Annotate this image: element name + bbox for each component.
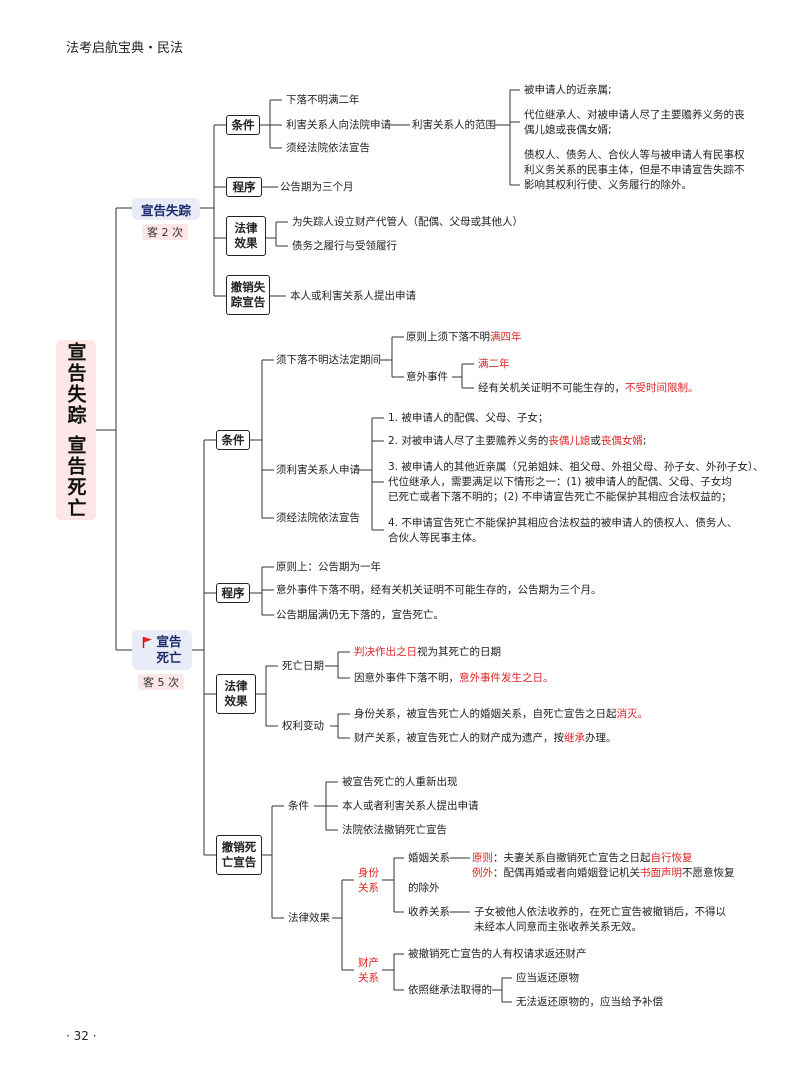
death-cond-b1: 1. 被申请人的配偶、父母、子女； (388, 412, 549, 424)
death-cond-a1: 原则上须下落不明满四年 (406, 331, 522, 343)
missing-cond-3: 须经法院依法宣告 (286, 142, 370, 154)
death-revoke-cond-3: 法院依法撤销死亡宣告 (342, 824, 447, 836)
death-cond-b3c: 已死亡或者下落不明的；(2) 不申请宣告死亡不能保护其相应合法权益的； (388, 491, 732, 503)
missing-scope-2a: 代位继承人、对被申请人尽了主要赡养义务的丧 (524, 109, 745, 121)
missing-scope-label: 利害关系人的范围 (412, 119, 496, 131)
death-revoke-marriage-3: 的除外 (408, 882, 440, 894)
death-procedure-2: 意外事件下落不明，经有关机关证明不可能生存的，公告期为三个月。 (276, 584, 602, 596)
death-procedure-box: 程序 (216, 583, 250, 603)
missing-revoke-box: 撤销失 踪宣告 (226, 275, 270, 315)
missing-scope-3b: 利义务关系的民事主体，但是不申请宣告失踪不 (524, 164, 745, 176)
missing-revoke-text: 本人或利害关系人提出申请 (290, 290, 416, 302)
death-revoke-label-2: 亡宣告 (221, 855, 257, 869)
missing-scope-3c: 影响其权利行使、义务履行的除外。 (524, 179, 692, 191)
death-cond-b4b: 合伙人等民事主体。 (388, 532, 483, 544)
death-label-2: 死亡 (156, 650, 182, 665)
death-cond-a2-2: 经有关机关证明不可能生存的，不受时间限制。 (478, 382, 699, 394)
death-effect-date-label: 死亡日期 (282, 660, 324, 672)
missing-revoke-label-1: 撤销失 (230, 280, 266, 294)
death-revoke-adopt-2: 未经本人同意而主张收养关系无效。 (474, 921, 642, 933)
death-revoke-adopt-1: 子女被他人依法收养的，在死亡宣告被撤销后，不得以 (474, 906, 726, 918)
death-revoke-cond-1: 被宣告死亡的人重新出现 (342, 776, 458, 788)
death-effect-rights-2: 财产关系，被宣告死亡人的财产成为遗产，按继承办理。 (354, 732, 617, 744)
death-revoke-adopt-label: 收养关系 (408, 906, 450, 918)
death-revoke-cond-2: 本人或者利害关系人提出申请 (342, 800, 479, 812)
death-revoke-property-1: 被撤销死亡宣告的人有权请求返还财产 (408, 948, 587, 960)
missing-cond-1: 下落不明满二年 (286, 94, 360, 106)
central-node: 宣告失踪 宣告死亡 (56, 340, 96, 520)
death-node: 宣告 死亡 (132, 630, 192, 670)
death-revoke-marriage-label: 婚姻关系 (408, 852, 450, 864)
death-revoke-marriage-2: 例外：配偶再婚或者向婚姻登记机关书面声明不愿意恢复 (472, 867, 735, 879)
missing-exam-count: 客 2 次 (142, 224, 188, 240)
flag-icon (143, 637, 153, 648)
death-cond-a-label: 须下落不明达法定期间 (276, 354, 381, 366)
death-revoke-property-2b: 无法返还原物的，应当给予补偿 (516, 996, 663, 1008)
death-revoke-label-1: 撤销死 (221, 840, 257, 854)
death-revoke-effect-label: 法律效果 (288, 912, 330, 924)
missing-scope-3a: 债权人、债务人、合伙人等与被申请人有民事权 (524, 149, 745, 161)
death-label-1: 宣告 (156, 634, 182, 649)
death-cond-b2: 2. 对被申请人尽了主要赡养义务的丧偶儿媳或丧偶女婿; (388, 435, 647, 447)
death-revoke-property-label: 财产关系 (358, 957, 379, 984)
missing-effect-label-2: 效果 (234, 236, 258, 250)
death-cond-b-label: 须利害关系人申请 (276, 464, 360, 476)
missing-procedure-box: 程序 (226, 177, 262, 197)
death-effect-box: 法律 效果 (216, 674, 256, 714)
death-cond-a2-1: 满二年 (478, 358, 510, 370)
death-procedure-3: 公告期届满仍无下落的，宣告死亡。 (276, 609, 444, 621)
page-header-title: 法考启航宝典・民法 (66, 41, 184, 56)
missing-revoke-label-2: 踪宣告 (230, 295, 266, 309)
death-revoke-box: 撤销死 亡宣告 (216, 835, 262, 875)
death-revoke-marriage-1: 原则：夫妻关系自撤销死亡宣告之日起自行恢复 (472, 852, 693, 864)
death-revoke-cond-label: 条件 (288, 800, 309, 812)
death-procedure-1: 原则上：公告期为一年 (276, 561, 381, 573)
death-revoke-property-2a: 应当返还原物 (516, 972, 579, 984)
missing-conditions-box: 条件 (226, 115, 260, 135)
missing-effect-label-1: 法律 (234, 221, 258, 235)
central-title: 宣告失踪 宣告死亡 (64, 341, 87, 519)
missing-cond-2: 利害关系人向法院申请 (286, 119, 391, 131)
missing-node: 宣告失踪 (132, 198, 200, 220)
death-effect-date-2: 因意外事件下落不明，意外事件发生之日。 (354, 672, 554, 684)
death-cond-b3a: 3. 被申请人的其他近亲属（兄弟姐妹、祖父母、外祖父母、孙子女、外孙子女）、 (388, 461, 764, 473)
missing-scope-1: 被申请人的近亲属; (524, 84, 612, 96)
death-revoke-property-2-label: 依照继承法取得的 (408, 984, 492, 996)
death-effect-label-2: 效果 (224, 694, 248, 708)
death-effect-label-1: 法律 (224, 679, 248, 693)
death-cond-a2-label: 意外事件 (406, 371, 448, 383)
death-exam-count: 客 5 次 (138, 674, 184, 690)
death-cond-b3b: 代位继承人，需要满足以下情形之一：(1) 被申请人的配偶、父母、子女均 (388, 476, 732, 488)
page-number: · 32 · (66, 1029, 97, 1043)
death-conditions-box: 条件 (216, 430, 250, 450)
death-effect-rights-1: 身份关系，被宣告死亡人的婚姻关系，自死亡宣告之日起消灭。 (354, 708, 648, 720)
death-revoke-identity-label: 身份关系 (358, 867, 379, 894)
missing-scope-2b: 偶儿媳或丧偶女婿; (524, 124, 612, 136)
death-cond-c-label: 须经法院依法宣告 (276, 512, 360, 524)
missing-effect-box: 法律 效果 (226, 216, 266, 256)
death-effect-rights-label: 权利变动 (282, 720, 324, 732)
missing-effect-2: 债务之履行与受领履行 (292, 240, 397, 252)
missing-procedure-text: 公告期为三个月 (280, 181, 354, 193)
missing-effect-1: 为失踪人设立财产代管人（配偶、父母或其他人） (292, 216, 523, 228)
death-effect-date-1: 判决作出之日视为其死亡的日期 (354, 646, 501, 658)
death-cond-b4a: 4. 不申请宣告死亡不能保护其相应合法权益的被申请人的债权人、债务人、 (388, 517, 738, 529)
